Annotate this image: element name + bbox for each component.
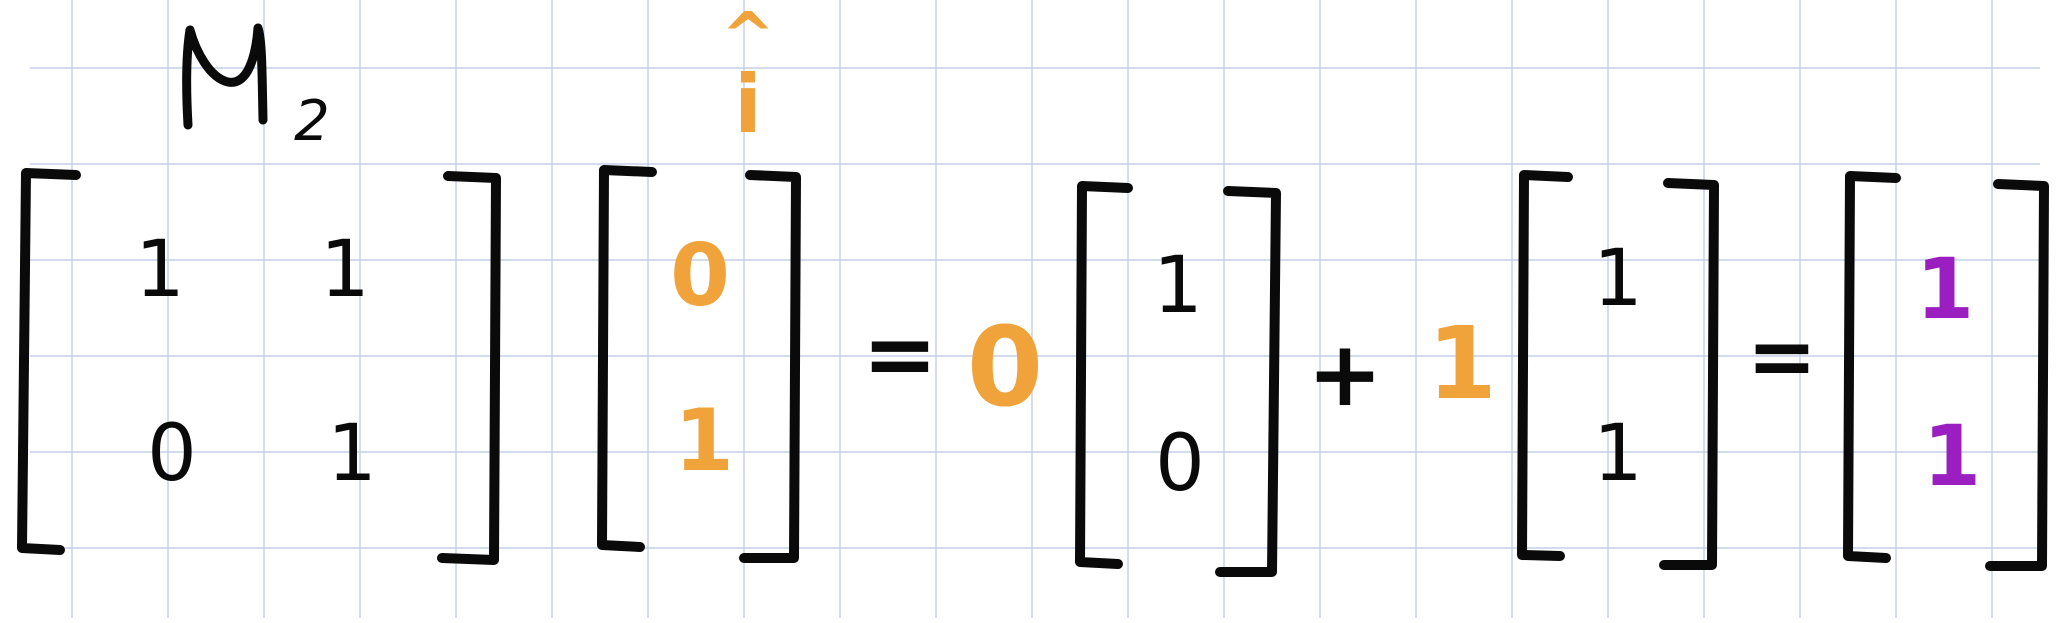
matrix-entry-r1c2: 1	[320, 225, 370, 315]
vector-label-i-hat: ^ i	[721, 0, 775, 151]
column2-bottom: 1	[1593, 409, 1643, 499]
matrix-right-bracket	[437, 171, 501, 565]
matrix-entry-r2c2: 1	[327, 409, 377, 499]
matrix-left-bracket	[17, 168, 81, 555]
brackets	[17, 165, 2049, 577]
equals-sign-2: =	[1747, 307, 1817, 405]
column2-top: 1	[1593, 234, 1643, 324]
column1-entries: 1 0	[1153, 241, 1205, 509]
input-vector-right-bracket	[739, 170, 801, 563]
column2-left-bracket	[1517, 170, 1573, 561]
result-bottom: 1	[1923, 407, 1981, 505]
matrix-subscript: 2	[294, 89, 330, 154]
result-right-bracket	[1985, 179, 2049, 571]
input-vector-top: 0	[670, 226, 730, 326]
coefficient-1: 0	[967, 303, 1044, 431]
column1-right-bracket	[1215, 186, 1281, 577]
column1-top: 1	[1153, 241, 1203, 331]
column1-left-bracket	[1075, 181, 1133, 569]
matrix-entry-r1c1: 1	[135, 225, 185, 315]
result-top: 1	[1916, 240, 1974, 338]
vector-hat: ^	[721, 0, 775, 74]
result-entries: 1 1	[1916, 240, 1981, 505]
column1-bottom: 0	[1155, 419, 1205, 509]
column2-entries: 1 1	[1593, 234, 1643, 499]
result-left-bracket	[1843, 171, 1901, 563]
equals-sign-1: =	[862, 302, 937, 407]
input-vector-left-bracket	[597, 165, 657, 552]
matrix-label: M 2	[182, 23, 330, 154]
grid-paper	[30, 0, 2040, 618]
input-vector-entries: 0 1	[670, 226, 734, 491]
column2-right-bracket	[1659, 178, 1719, 570]
input-vector-bottom: 1	[674, 391, 734, 491]
coefficient-2: 1	[1427, 305, 1497, 422]
matrix-entries: 1 1 0 1	[135, 225, 377, 499]
plus-sign: +	[1307, 322, 1382, 427]
matrix-entry-r2c1: 0	[147, 409, 197, 499]
vector-letter: i	[734, 58, 761, 151]
